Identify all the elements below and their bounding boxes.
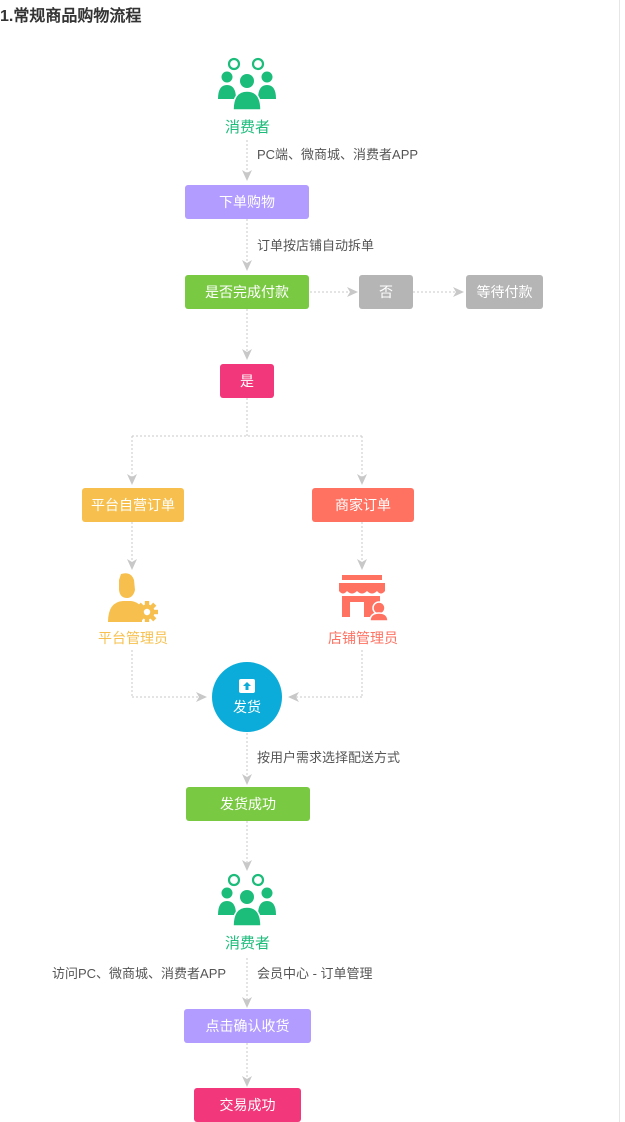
wait-pay-box: 等待付款: [466, 275, 543, 309]
people-group-icon: [218, 57, 276, 111]
ship-success-box: 发货成功: [186, 787, 310, 821]
note-visit: 访问PC、微商城、消费者APP: [52, 966, 227, 981]
no-box: 否: [359, 275, 413, 309]
merchant-order-box: 商家订单: [312, 488, 414, 522]
note-channels: PC端、微商城、消费者APP: [257, 147, 419, 162]
yes-box: 是: [220, 364, 274, 398]
paid-check-box: 是否完成付款: [185, 275, 309, 309]
deal-done-box: 交易成功: [194, 1088, 301, 1122]
divider: [619, 0, 620, 1122]
platform-admin-label: 平台管理员: [98, 630, 168, 646]
note-delivery: 按用户需求选择配送方式: [257, 750, 401, 765]
people-group-icon: [218, 873, 276, 927]
store-admin-label: 店铺管理员: [328, 630, 398, 646]
confirm-receipt-box: 点击确认收货: [184, 1009, 311, 1043]
consumer-label-bottom: 消费者: [224, 935, 270, 952]
note-split: 订单按店铺自动拆单: [257, 238, 375, 253]
platform-order-box: 平台自营订单: [82, 488, 184, 522]
place-order-box: 下单购物: [185, 185, 309, 219]
page-title: 1.常规商品购物流程: [0, 8, 142, 25]
note-member: 会员中心 - 订单管理: [257, 966, 373, 981]
storefront-icon: [339, 575, 389, 621]
admin-gear-icon: [108, 573, 158, 622]
ship-circle: 发货: [212, 662, 282, 732]
ship-label: 发货: [233, 698, 261, 715]
box-upload-icon: [239, 678, 255, 693]
consumer-label-top: 消费者: [224, 119, 270, 136]
